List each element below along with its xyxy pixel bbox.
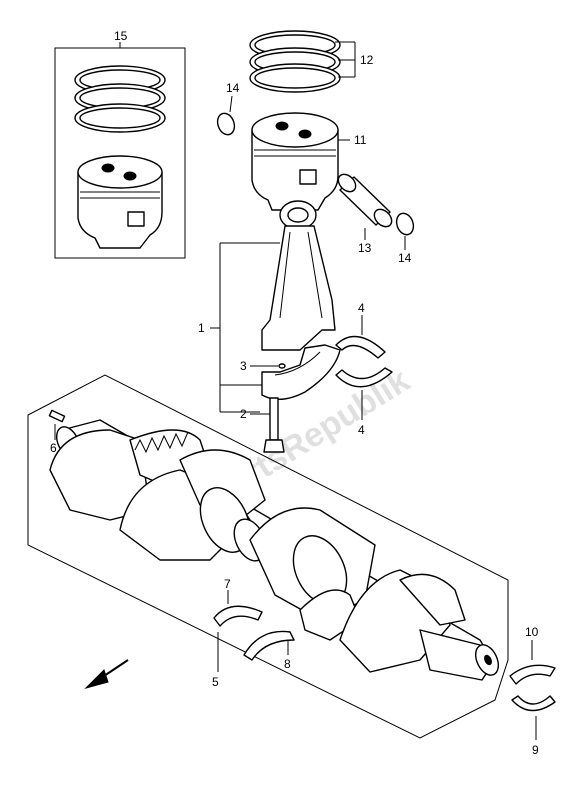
callout-2: 2 bbox=[240, 407, 247, 421]
crankshaft-frame bbox=[27, 374, 509, 739]
callout-4-upper: 4 bbox=[358, 301, 365, 315]
conrod-bearing-lower bbox=[335, 367, 393, 388]
callout-5: 5 bbox=[212, 675, 219, 689]
callout-11: 11 bbox=[354, 133, 367, 147]
callout-14-lower: 14 bbox=[398, 251, 412, 265]
piston-kit-piston bbox=[77, 155, 163, 249]
callout-7: 7 bbox=[224, 577, 231, 591]
conrod-bearing-upper bbox=[335, 335, 386, 359]
dowel-pin bbox=[278, 363, 286, 369]
main-bearing-upper bbox=[213, 605, 263, 627]
piston-kit-box bbox=[54, 42, 186, 259]
callout-13: 13 bbox=[358, 241, 372, 255]
thrust-bearing-lower bbox=[511, 695, 556, 712]
callout-6: 6 bbox=[50, 441, 57, 455]
circlip-left bbox=[216, 112, 236, 136]
callout-14-upper: 14 bbox=[226, 81, 240, 95]
callout-9: 9 bbox=[532, 743, 539, 757]
circlip-right bbox=[395, 212, 415, 236]
piston bbox=[251, 112, 339, 211]
callout-8: 8 bbox=[284, 657, 291, 671]
callout-10: 10 bbox=[525, 625, 539, 639]
callout-12: 12 bbox=[360, 53, 374, 67]
callout-4-lower: 4 bbox=[358, 423, 365, 437]
thrust-bearing-upper bbox=[509, 664, 556, 685]
callout-1: 1 bbox=[198, 321, 205, 335]
main-bearing-lower bbox=[243, 630, 295, 661]
connecting-rod-cap bbox=[261, 344, 341, 400]
piston-pin bbox=[337, 173, 393, 228]
crankshaft bbox=[49, 419, 500, 681]
callout-3: 3 bbox=[240, 359, 247, 373]
piston-kit-rings bbox=[74, 65, 166, 133]
rod-bolt bbox=[263, 397, 285, 453]
connecting-rod bbox=[261, 200, 336, 351]
crankshaft-gear-teeth bbox=[134, 431, 189, 454]
piston-rings bbox=[249, 30, 341, 93]
front-direction-arrow bbox=[84, 659, 129, 689]
crankshaft-key bbox=[48, 409, 66, 423]
callout-15: 15 bbox=[114, 29, 128, 43]
